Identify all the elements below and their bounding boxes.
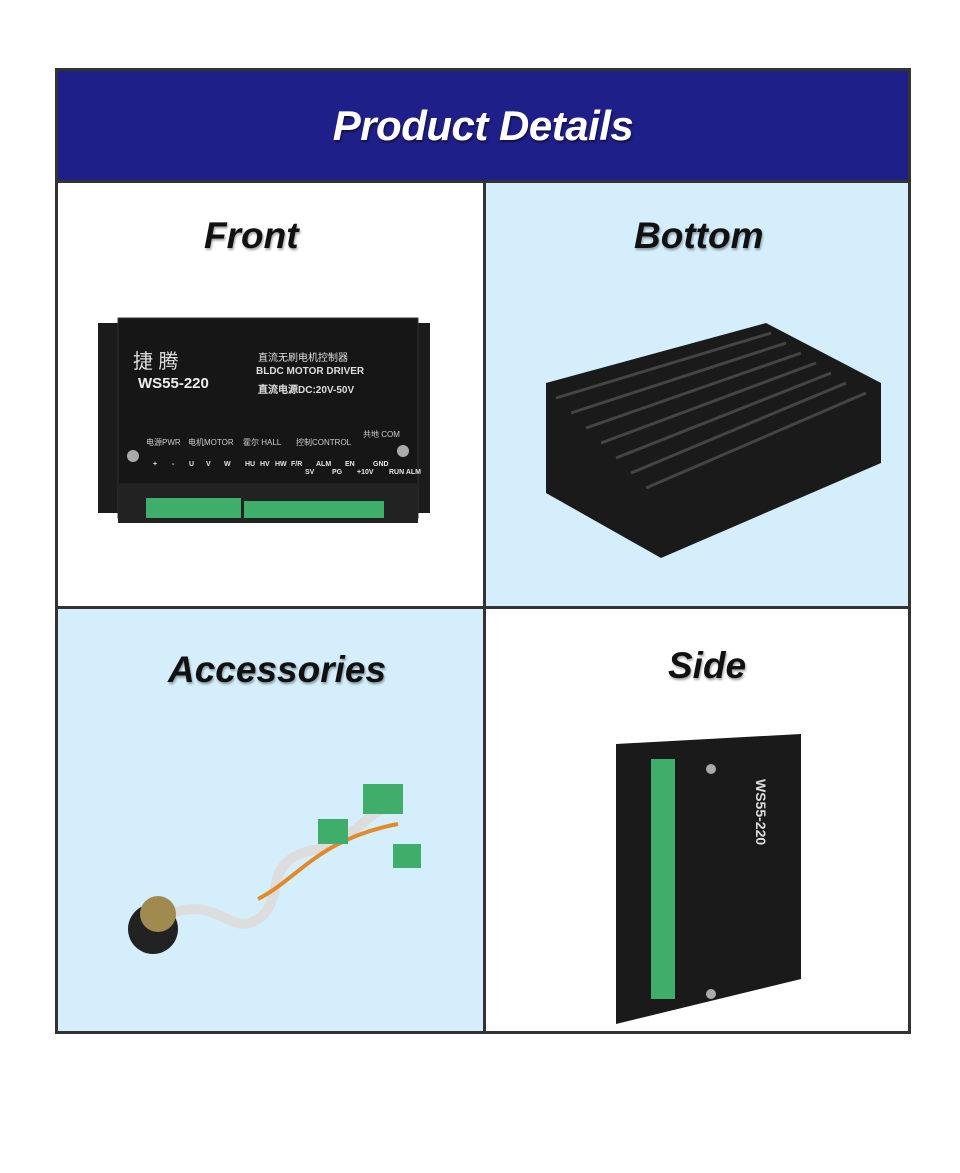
row-divider [58,606,908,609]
pin-label: HU [245,461,255,468]
pin-label: SV [305,469,315,476]
group-label-pwr: 电源PWR [146,437,181,447]
pin-label: RUN ALM [389,469,421,476]
panel-bottom: Bottom [486,183,908,606]
pin-label: ALM [316,461,331,468]
panel-front: Front 捷 腾 WS55-220 直流无刷电机控制器 BLDC MOTOR … [58,183,483,606]
pin-label: W [224,461,231,468]
group-label-com: 共地 COM [363,429,400,439]
pin-label: HW [275,461,287,468]
group-label-control: 控制CONTROL [296,437,352,447]
pin-labels: + - U V W HU HV HW F/R SV ALM PG EN +10V… [153,461,421,476]
group-label-motor: 电机MOTOR [188,437,234,447]
pin-label: - [172,461,175,468]
pin-label: GND [373,461,389,468]
column-divider [483,180,486,1031]
panel-side: Side WS55-220 [486,609,908,1031]
pin-label: PG [332,469,343,476]
group-label-hall: 霍尔 HALL [243,437,282,447]
pin-label: HV [260,461,270,468]
header-banner: Product Details [58,71,908,180]
product-details-frame: Product Details Front 捷 腾 WS55-220 直流无刷电… [55,68,911,1034]
panel-title-bottom: Bottom [634,215,764,256]
device-subtitle-cn: 直流无刷电机控制器 [258,351,348,364]
pin-label: + [153,461,157,468]
control-terminal [244,501,384,518]
side-device-model: WS55-220 [753,779,769,845]
panel-title-accessories: Accessories [168,649,387,690]
pin-label: V [206,461,211,468]
side-device-image: WS55-220 [616,734,801,1024]
pin-label: EN [345,461,355,468]
pin-label: F/R [291,461,302,468]
panel-title-front: Front [204,215,299,256]
front-device-image: 捷 腾 WS55-220 直流无刷电机控制器 BLDC MOTOR DRIVER… [98,317,430,523]
pin-label: U [189,461,194,468]
power-motor-terminal [146,498,241,518]
device-power: 直流电源DC:20V-50V [258,383,354,396]
panel-title-side: Side [668,645,747,686]
pin-label: +10V [357,469,374,476]
panel-accessories: Accessories [58,609,483,1031]
accessories-cable-image [128,784,421,954]
bottom-heatsink-image [546,323,881,558]
device-brand: 捷 腾 [133,350,179,373]
device-model: WS55-220 [138,375,209,392]
page-title: Product Details [332,101,634,149]
device-subtitle-en: BLDC MOTOR DRIVER [256,366,365,377]
